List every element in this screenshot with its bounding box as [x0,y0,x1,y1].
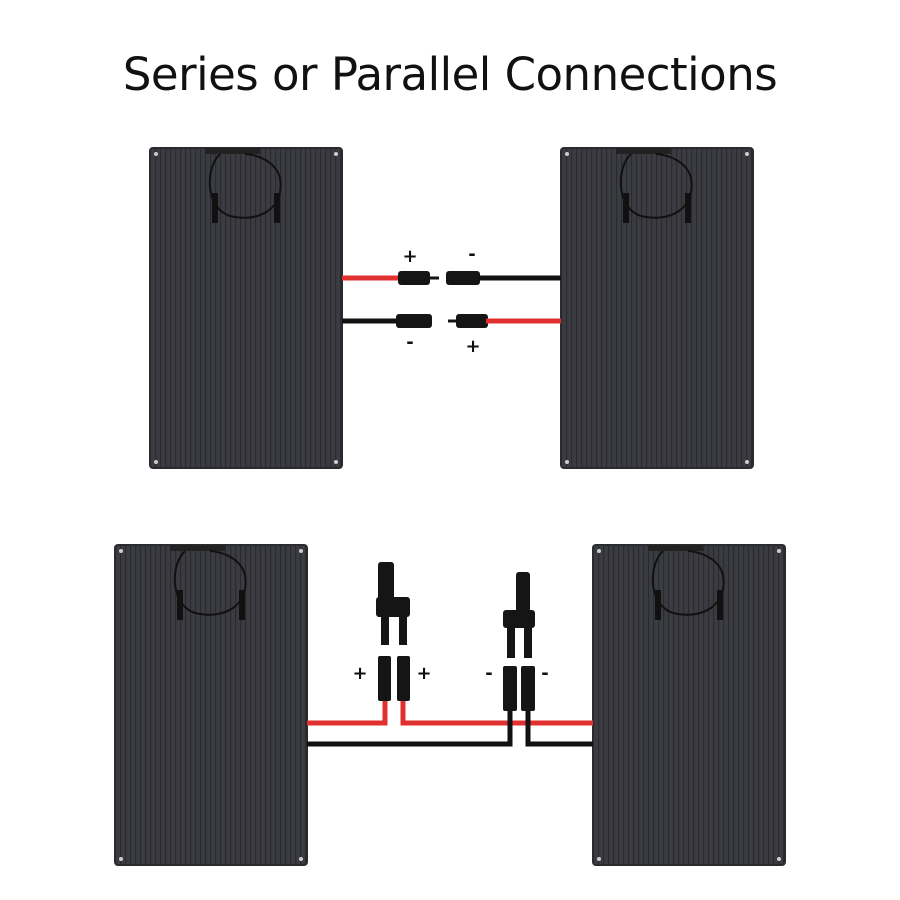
negative-wire [307,700,513,747]
negative-label: - [485,663,492,684]
parallel-section: + + - - [114,544,786,866]
positive-label: + [416,663,431,684]
y-branch-connector-negative [503,572,535,711]
mc4-connector-male [456,314,488,328]
mc4-connector-female [396,314,432,328]
series-section: + - - + [149,147,754,469]
mc4-connector-male [398,271,430,285]
negative-label: - [541,663,548,684]
page-title: Series or Parallel Connections [122,48,778,101]
solar-panel-top-left [149,147,343,469]
negative-wire [525,700,593,747]
positive-label: + [465,336,480,357]
mc4-connector-female [446,271,480,285]
positive-label: + [402,246,417,267]
positive-wire [307,700,388,726]
negative-label: - [406,332,413,353]
solar-panel-bottom-right [592,544,786,866]
positive-label: + [352,663,367,684]
y-branch-connector-positive [376,562,410,701]
negative-label: - [468,244,475,265]
solar-panel-bottom-left [114,544,308,866]
positive-wire [400,700,593,726]
solar-panel-top-right [560,147,754,469]
